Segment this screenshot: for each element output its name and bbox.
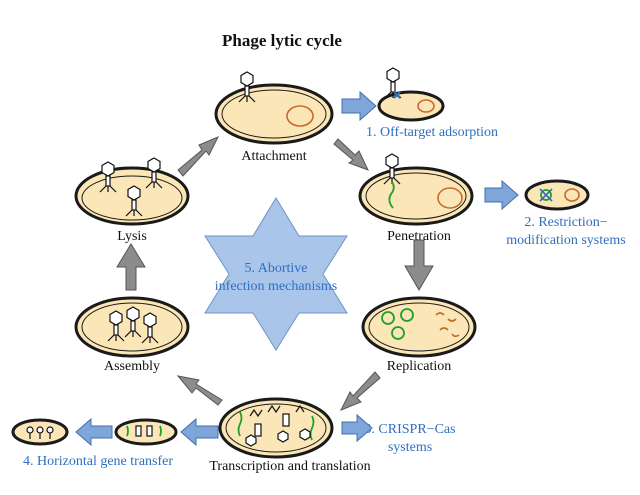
arrow-transcription-to-assembly <box>176 375 223 406</box>
hgt-cell-left <box>11 418 69 446</box>
defense-3-label-line1: 3. CRISPR−Cas <box>364 422 455 437</box>
arrow-replication-to-transcription <box>339 371 381 411</box>
arrow-to-restriction-modification <box>484 179 519 211</box>
arrow-to-hgt-right <box>180 417 219 447</box>
assembly-cell <box>74 296 190 358</box>
defense-4-label: 4. Horizontal gene transfer <box>23 454 173 469</box>
defense-3-label-line2: systems <box>388 440 432 455</box>
arrow-to-hgt-left <box>75 417 113 447</box>
arrow-lysis-to-attachment <box>177 136 220 177</box>
restriction-modification-cell <box>524 179 590 211</box>
stage-lysis-label: Lysis <box>117 229 147 244</box>
transcription-cell <box>218 397 334 459</box>
arrow-penetration-to-replication <box>404 239 434 291</box>
off-target-cell <box>377 67 445 122</box>
attachment-cell <box>214 71 334 145</box>
abortive-infection-star <box>204 197 348 351</box>
arrow-assembly-to-lysis <box>116 243 146 291</box>
replication-cell <box>361 296 477 358</box>
lysis-cell <box>74 157 190 226</box>
arrow-attachment-to-penetration <box>333 138 369 171</box>
defense-2-label-line1: 2. Restriction− <box>524 215 607 230</box>
diagram-title: Phage lytic cycle <box>222 31 342 50</box>
stage-attachment-label: Attachment <box>241 149 306 164</box>
penetration-cell <box>358 153 474 226</box>
arrow-to-off-target <box>341 90 377 122</box>
defense-5-label-line2: infection mechanisms <box>215 279 337 294</box>
defense-1-label: 1. Off-target adsorption <box>366 125 498 140</box>
stage-assembly-label: Assembly <box>104 359 160 374</box>
stage-transcription-label: Transcription and translation <box>209 459 370 474</box>
defense-2-label-line2: modification systems <box>506 233 625 248</box>
hgt-cell-right <box>114 418 178 446</box>
stage-replication-label: Replication <box>387 359 452 374</box>
defense-5-label-line1: 5. Abortive <box>245 261 308 276</box>
arrow-to-crispr <box>341 413 373 443</box>
stage-penetration-label: Penetration <box>387 229 451 244</box>
